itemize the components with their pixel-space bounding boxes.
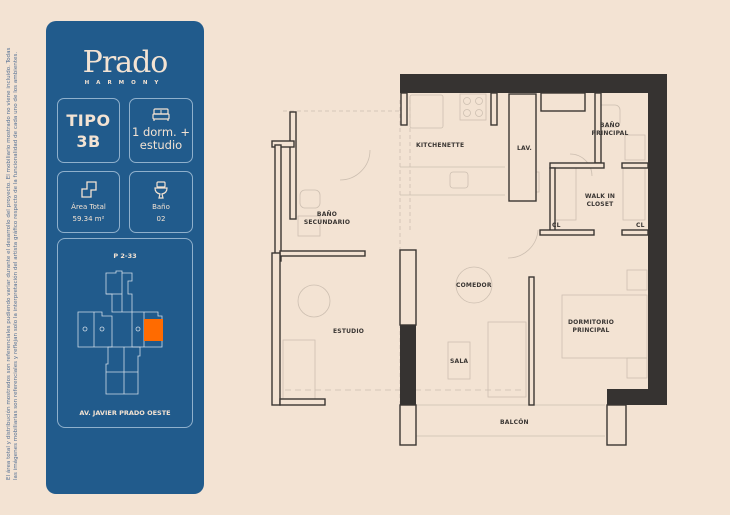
room-comedor: COMEDOR [456,282,492,289]
street-name: AV. JAVIER PRADO OESTE [79,409,171,417]
room-dormitorio-principal: DORMITORIO PRINCIPAL [566,319,616,334]
room-cl-right: CL [636,222,645,229]
room-sala: SALA [450,358,469,365]
area-label: Área Total [71,203,106,211]
area-icon [80,181,97,198]
bano-principal-line2: PRINCIPAL [591,129,629,137]
room-kitchenette: KITCHENETTE [416,142,465,149]
bano-sec-line2: SECUNDARIO [303,218,351,226]
building-plan-icon [77,270,163,395]
dormitorio-line2: PRINCIPAL [572,326,610,334]
area-value: 59.34 m² [72,215,105,223]
info-panel: Prado HARMONY TIPO 3B 1 dorm. + estudio … [46,21,204,494]
bathroom-label: Baño [152,203,170,211]
room-bano-secundario: BAÑO SECUNDARIO [302,211,352,226]
brand-logo: Prado [82,45,169,80]
room-walkin-closet: WALK IN CLOSET [578,193,622,208]
highlighted-unit [144,319,163,341]
room-cl-left: CL [552,222,561,229]
location-map-card: P 2-33 AV. JAVIER PRADO OESTE [57,238,193,428]
bedrooms-line1: 1 dorm. + [132,125,190,139]
bano-principal-line1: BAÑO [599,122,621,129]
tipo-card: TIPO 3B [57,98,120,163]
walkin-line2: CLOSET [586,200,614,208]
bed-icon [152,108,170,121]
toilet-icon [154,181,168,199]
room-bano-principal: BAÑO PRINCIPAL [588,122,632,137]
bano-sec-line1: BAÑO [316,211,338,218]
room-estudio: ESTUDIO [333,328,365,335]
walkin-line1: WALK IN [584,193,616,200]
room-balcon: BALCÓN [500,419,529,426]
bedrooms-card: 1 dorm. + estudio [129,98,193,163]
unit-code: P 2-33 [113,252,137,260]
brand-subtitle: HARMONY [84,80,166,86]
tipo-value: 3B [76,132,101,151]
bathroom-value: 02 [156,215,166,223]
dormitorio-line1: DORMITORIO [567,319,615,326]
area-card: Área Total 59.34 m² [57,171,120,233]
room-lav: LAV. [517,145,533,152]
bathroom-card: Baño 02 [129,171,193,233]
bedrooms-line2: estudio [139,138,183,152]
tipo-label: TIPO [66,111,111,130]
